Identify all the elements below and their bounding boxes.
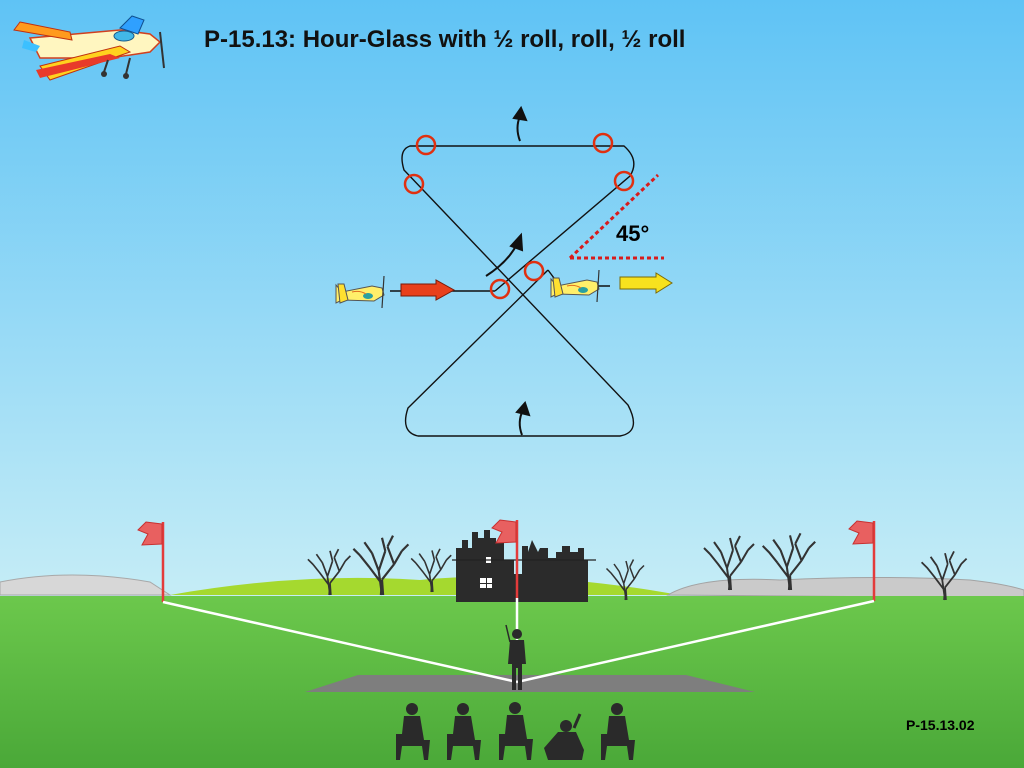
half-roll-marker bbox=[415, 134, 437, 156]
roll-marker bbox=[613, 170, 635, 192]
exit-arrow-icon bbox=[619, 272, 673, 294]
entry-arrow-icon bbox=[400, 279, 456, 301]
hill-left bbox=[0, 574, 172, 596]
angle-indicator bbox=[568, 173, 664, 260]
pilot-icon bbox=[505, 624, 526, 690]
half-roll-marker bbox=[592, 132, 614, 154]
castle-icon bbox=[452, 530, 596, 602]
judge-icon bbox=[396, 703, 430, 760]
sky-background bbox=[0, 0, 1024, 600]
flag-icon bbox=[491, 519, 519, 598]
roll-markers bbox=[403, 132, 635, 300]
direction-arrows bbox=[485, 105, 531, 436]
figure-title: P-15.13: Hour-Glass with ½ roll, roll, ½… bbox=[204, 26, 686, 53]
runway bbox=[305, 675, 755, 692]
figure-reference: P-15.13.02 bbox=[906, 717, 975, 733]
judge-icon bbox=[447, 703, 481, 760]
judge-icon bbox=[499, 702, 533, 760]
judge-icon bbox=[601, 703, 635, 760]
roll-marker bbox=[403, 173, 425, 195]
judge-icon bbox=[544, 713, 584, 760]
roll-marker bbox=[523, 260, 545, 282]
hill-right bbox=[666, 577, 1024, 599]
exit-plane-icon bbox=[550, 269, 600, 303]
aerobatic-plane-logo-icon bbox=[13, 15, 165, 81]
roll-marker bbox=[489, 278, 511, 300]
angle-label: 45° bbox=[616, 221, 650, 246]
flag-icon bbox=[137, 521, 165, 602]
entry-plane-icon bbox=[335, 275, 385, 309]
flag-icon bbox=[848, 520, 876, 601]
